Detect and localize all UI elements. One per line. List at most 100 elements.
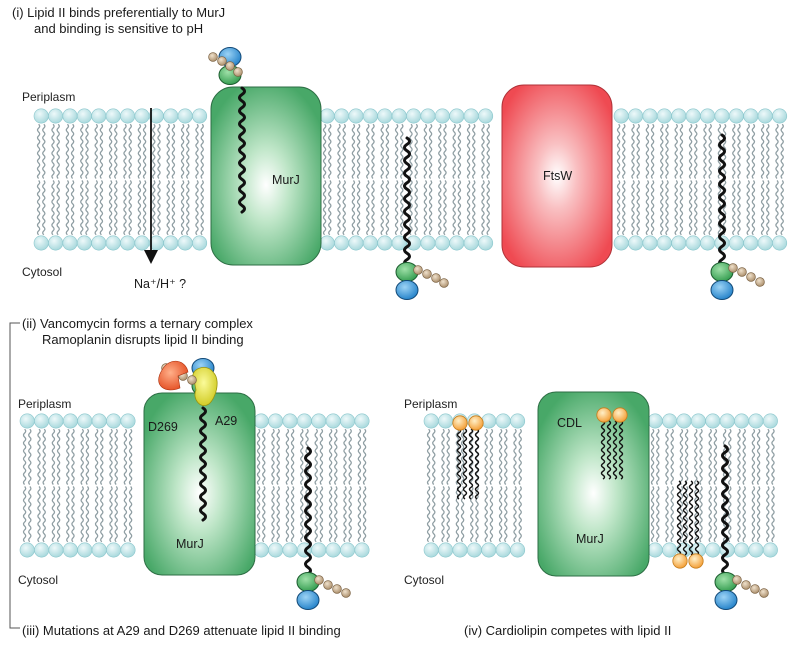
lipid-head bbox=[463, 235, 479, 251]
lipid-tail bbox=[94, 123, 98, 179]
ion-label: Na⁺/H⁺ ? bbox=[134, 277, 186, 291]
lipid-tail bbox=[337, 180, 341, 236]
panel-ii-caption-2: Ramoplanin disrupts lipid II binding bbox=[42, 332, 244, 347]
cardiolipin-tail bbox=[682, 480, 688, 556]
lipid-tail bbox=[742, 428, 746, 485]
lipid-head bbox=[105, 235, 121, 251]
lipid-head bbox=[120, 108, 136, 124]
lipid-tail bbox=[343, 486, 347, 543]
lipid-tail bbox=[423, 180, 428, 236]
lipid-tail bbox=[128, 123, 132, 179]
lipid-tail bbox=[366, 180, 370, 236]
lipid-head bbox=[76, 108, 92, 124]
lipid-tail bbox=[334, 486, 338, 543]
lipid-tail bbox=[665, 428, 669, 485]
lipid-bilayer bbox=[423, 413, 526, 558]
lipid-head bbox=[757, 108, 773, 124]
lipid-head bbox=[656, 108, 672, 124]
lipid-head bbox=[348, 108, 364, 124]
lipid-ii-headgroup bbox=[296, 572, 320, 610]
lipid-head bbox=[495, 413, 511, 429]
lipid-tail bbox=[362, 486, 367, 543]
lipid-tail bbox=[766, 180, 770, 236]
cardiolipin-head bbox=[612, 407, 628, 423]
lipid-tail bbox=[466, 123, 471, 179]
lipid-head bbox=[34, 542, 50, 558]
lipid-tail bbox=[271, 428, 275, 485]
lipid-tail bbox=[94, 486, 99, 543]
periplasm-label: Periplasm bbox=[18, 397, 71, 411]
lipid-head bbox=[642, 108, 658, 124]
lipid-tail bbox=[489, 428, 494, 485]
lipid-tail bbox=[262, 486, 266, 543]
murj-label: MurJ bbox=[176, 537, 204, 551]
lipid-tail bbox=[70, 123, 75, 179]
lipid-tail bbox=[290, 486, 295, 543]
lipid-ii-tail bbox=[721, 444, 729, 576]
lipid-head bbox=[757, 235, 773, 251]
murnac-sugar bbox=[296, 590, 320, 610]
lipid-head bbox=[478, 235, 494, 251]
lipid-tail bbox=[108, 180, 113, 236]
lipid-tail bbox=[394, 180, 399, 236]
lipid-tail bbox=[460, 428, 465, 485]
lipid-head bbox=[325, 413, 341, 429]
lipid-tail bbox=[300, 428, 304, 485]
lipid-tail bbox=[708, 428, 712, 485]
cardiolipin-tail bbox=[606, 420, 612, 480]
lipid-tail bbox=[674, 123, 678, 179]
murnac-sugar bbox=[395, 280, 419, 300]
residue-d269-label: D269 bbox=[148, 420, 178, 434]
lipid-tail bbox=[28, 428, 32, 485]
lipid-head bbox=[311, 413, 327, 429]
lipid-tail bbox=[337, 123, 341, 179]
lipid-tail bbox=[343, 428, 347, 485]
lipid-tail bbox=[56, 428, 61, 485]
residue-a29-label: A29 bbox=[215, 414, 237, 428]
lipid-tail bbox=[751, 486, 756, 543]
lipid-head bbox=[734, 413, 750, 429]
amino-acid bbox=[750, 584, 760, 594]
lipid-head bbox=[705, 542, 721, 558]
lipid-head bbox=[48, 235, 64, 251]
lipid-tail bbox=[56, 486, 61, 543]
lipid-bilayer bbox=[33, 108, 208, 251]
cardiolipin-head bbox=[688, 553, 704, 569]
lipid-tail bbox=[622, 123, 626, 179]
lipid-head bbox=[656, 235, 672, 251]
lipid-head bbox=[34, 413, 50, 429]
lipid-head bbox=[478, 108, 494, 124]
lipid-head bbox=[676, 413, 692, 429]
cytosol-label: Cytosol bbox=[22, 265, 62, 279]
lipid-tail bbox=[708, 123, 712, 179]
lipid-tail bbox=[109, 486, 113, 543]
lipid-head bbox=[348, 235, 364, 251]
lipid-head bbox=[685, 235, 701, 251]
lipid-tail bbox=[123, 486, 128, 543]
lipid-tail bbox=[446, 486, 450, 543]
lipid-head bbox=[340, 542, 356, 558]
lipid-head bbox=[420, 108, 436, 124]
lipid-tail bbox=[441, 486, 445, 543]
lipid-head bbox=[91, 542, 107, 558]
lipid-tail bbox=[760, 180, 765, 236]
lipid-head bbox=[192, 108, 208, 124]
lipid-tail bbox=[513, 486, 517, 543]
amino-acid bbox=[225, 61, 235, 71]
lipid-tail bbox=[80, 123, 84, 179]
amino-acid bbox=[323, 580, 333, 590]
lipid-head bbox=[377, 235, 393, 251]
lipid-head bbox=[481, 542, 497, 558]
lipid-head bbox=[77, 542, 93, 558]
lipid-head bbox=[647, 542, 663, 558]
lipid-head bbox=[91, 108, 107, 124]
amino-acid bbox=[422, 269, 432, 279]
lipid-tail bbox=[766, 123, 770, 179]
lipid-tail bbox=[357, 428, 362, 485]
lipid-tail bbox=[123, 123, 127, 179]
lipid-tail bbox=[128, 486, 133, 543]
lipid-tail bbox=[737, 123, 741, 179]
lipid-tail bbox=[452, 123, 456, 179]
lipid-tail bbox=[409, 123, 413, 179]
amino-acid bbox=[431, 273, 441, 283]
